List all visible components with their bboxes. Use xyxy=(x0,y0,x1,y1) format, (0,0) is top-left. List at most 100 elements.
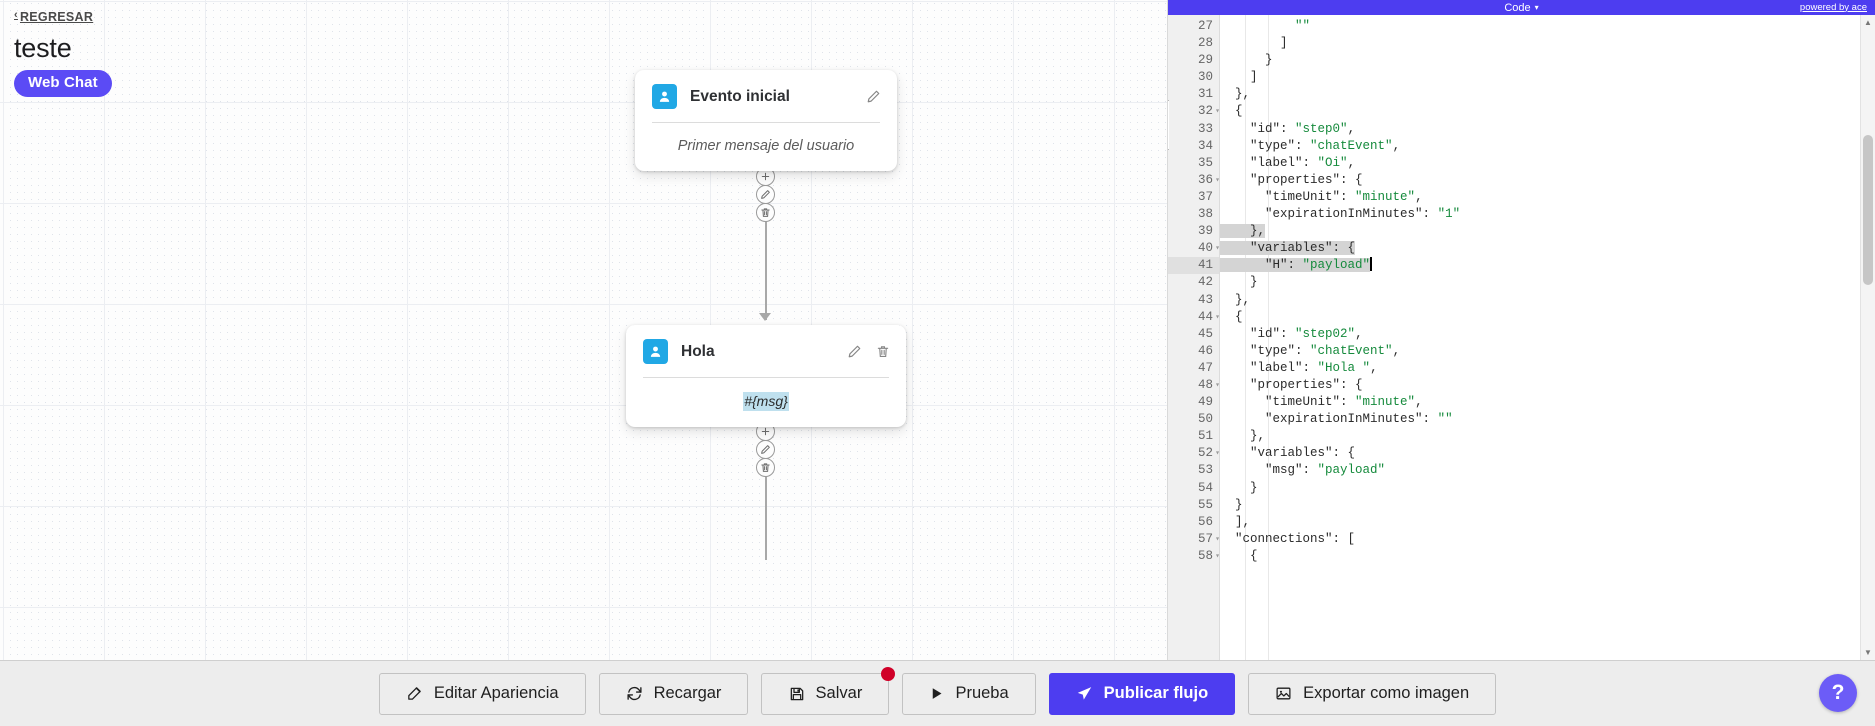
gutter-line-number: 31 xyxy=(1197,87,1213,102)
json-key: "type" xyxy=(1250,138,1296,153)
json-string: "1" xyxy=(1437,207,1461,222)
gutter-line-number: 53 xyxy=(1197,463,1213,478)
code-line[interactable]: "type": "chatEvent", xyxy=(1220,343,1875,360)
code-line[interactable]: "timeUnit": "minute", xyxy=(1220,189,1875,206)
code-line[interactable]: }, xyxy=(1220,223,1875,240)
node-variable-text[interactable]: #{msg} xyxy=(743,392,789,411)
code-line[interactable]: "label": "Oi", xyxy=(1220,155,1875,172)
help-button[interactable]: ? xyxy=(1819,674,1857,712)
fold-toggle-icon[interactable]: ▾ xyxy=(1215,534,1220,544)
toolbar-button-exportar-como-imagen[interactable]: Exportar como imagen xyxy=(1248,672,1497,715)
powered-by-ace-link[interactable]: powered by ace xyxy=(1799,1,1867,13)
flow-canvas[interactable]: ‹ REGRESAR teste Web Chat Evento inicial xyxy=(0,0,1167,660)
trash-icon[interactable] xyxy=(875,344,890,360)
pencil-icon[interactable] xyxy=(866,89,881,105)
json-key: "msg" xyxy=(1265,463,1303,478)
json-string: "minute" xyxy=(1355,189,1416,204)
code-line[interactable]: "msg": "payload" xyxy=(1220,462,1875,479)
code-line[interactable]: ] xyxy=(1220,35,1875,52)
toolbar-button-salvar[interactable]: Salvar xyxy=(761,666,896,715)
pencil-icon[interactable] xyxy=(756,440,775,459)
gutter-line-number: 30 xyxy=(1197,70,1213,85)
fold-toggle-icon[interactable]: ▾ xyxy=(1215,107,1220,117)
code-text: { xyxy=(1220,548,1258,563)
code-line[interactable]: }, xyxy=(1220,292,1875,309)
send-icon xyxy=(1076,685,1093,702)
code-line[interactable]: "expirationInMinutes": "" xyxy=(1220,411,1875,428)
code-line[interactable]: "id": "step0", xyxy=(1220,121,1875,138)
scroll-down-icon[interactable]: ▼ xyxy=(1864,648,1872,657)
code-line[interactable]: "properties": { xyxy=(1220,377,1875,394)
code-line[interactable]: { xyxy=(1220,103,1875,120)
canvas-header: ‹ REGRESAR teste Web Chat xyxy=(14,6,112,97)
fold-toggle-icon[interactable]: ▾ xyxy=(1215,244,1220,254)
pencil-icon[interactable] xyxy=(756,185,775,204)
code-line[interactable]: "type": "chatEvent", xyxy=(1220,138,1875,155)
fold-toggle-icon[interactable]: ▾ xyxy=(1215,175,1220,185)
pencil-icon[interactable] xyxy=(847,344,862,360)
code-line[interactable]: "H": "payload" xyxy=(1220,257,1875,274)
gutter-line-number: 58▾ xyxy=(1168,548,1220,565)
editor-content[interactable]: "" ] } ] }, { "id": "step0", "type": "ch… xyxy=(1220,15,1875,660)
code-line[interactable]: { xyxy=(1220,309,1875,326)
gutter-line-number: 42 xyxy=(1197,275,1213,290)
code-panel-title-dropdown[interactable]: Code ▾ xyxy=(1504,2,1538,14)
code-line[interactable]: ] xyxy=(1220,69,1875,86)
code-line[interactable]: "timeUnit": "minute", xyxy=(1220,394,1875,411)
trash-icon[interactable] xyxy=(756,203,775,222)
json-key: "timeUnit" xyxy=(1265,189,1341,204)
fold-toggle-icon[interactable]: ▾ xyxy=(1215,449,1220,459)
toolbar-button-publicar-flujo[interactable]: Publicar flujo xyxy=(1048,672,1236,715)
fold-toggle-icon[interactable]: ▾ xyxy=(1215,380,1220,390)
code-text: } xyxy=(1220,480,1258,495)
code-text: "label": "Oi", xyxy=(1250,155,1356,170)
bottom-toolbar: Editar Apariencia Recargar Salvar Prueba Pub… xyxy=(0,660,1875,726)
toolbar-button-prueba[interactable]: Prueba xyxy=(902,672,1036,715)
gutter-line-number: 39 xyxy=(1197,224,1213,239)
code-scrollbar[interactable]: ▲ ▼ xyxy=(1860,15,1875,660)
code-line[interactable]: } xyxy=(1220,274,1875,291)
code-line[interactable]: "variables": { xyxy=(1220,445,1875,462)
code-line[interactable]: "id": "step02", xyxy=(1220,326,1875,343)
toolbar-button-label: Recargar xyxy=(653,684,722,702)
code-line[interactable]: }, xyxy=(1220,428,1875,445)
code-text: "id": "step0", xyxy=(1250,121,1356,136)
gutter-line-number: 37 xyxy=(1197,189,1213,204)
toolbar-button-recargar[interactable]: Recargar xyxy=(598,672,749,715)
code-line[interactable]: "expirationInMinutes": "1" xyxy=(1220,206,1875,223)
code-line[interactable]: "variables": { xyxy=(1220,240,1875,257)
toolbar-button-editar-apariencia[interactable]: Editar Apariencia xyxy=(378,672,586,715)
code-line[interactable]: } xyxy=(1220,52,1875,69)
code-line[interactable]: }, xyxy=(1220,86,1875,103)
code-line[interactable]: "" xyxy=(1220,18,1875,35)
fold-toggle-icon[interactable]: ▾ xyxy=(1215,551,1220,561)
gutter-line-number: 33 xyxy=(1197,121,1213,136)
code-line[interactable]: "properties": { xyxy=(1220,172,1875,189)
code-line[interactable]: "label": "Hola ", xyxy=(1220,360,1875,377)
back-link[interactable]: ‹ REGRESAR xyxy=(14,10,93,24)
trash-icon[interactable] xyxy=(756,458,775,477)
json-string: "step02" xyxy=(1295,326,1356,341)
flow-node-hola[interactable]: Hola #{msg} xyxy=(626,325,906,427)
gutter-line-number: 41 xyxy=(1168,257,1219,275)
code-line[interactable]: } xyxy=(1220,480,1875,497)
code-line[interactable]: "connections": [ xyxy=(1220,531,1875,548)
gutter-line-number: 34 xyxy=(1197,138,1213,153)
json-key: "properties" xyxy=(1250,377,1341,392)
scrollbar-thumb[interactable] xyxy=(1863,135,1873,285)
collapse-panel-button[interactable] xyxy=(1168,100,1169,150)
code-text: "expirationInMinutes": "1" xyxy=(1265,207,1461,222)
toolbar-button-label: Prueba xyxy=(955,684,1009,702)
scroll-up-icon[interactable]: ▲ xyxy=(1864,18,1872,27)
node-title: Hola xyxy=(681,342,715,360)
fold-toggle-icon[interactable]: ▾ xyxy=(1215,312,1220,322)
code-line[interactable]: ], xyxy=(1220,514,1875,531)
json-string: "chatEvent" xyxy=(1310,343,1393,358)
code-text: "msg": "payload" xyxy=(1265,463,1386,478)
code-line[interactable]: { xyxy=(1220,548,1875,565)
code-line[interactable]: } xyxy=(1220,497,1875,514)
code-text: "timeUnit": "minute", xyxy=(1265,395,1423,410)
flow-node-evento-inicial[interactable]: Evento inicial Primer mensaje del usuari… xyxy=(635,70,897,171)
